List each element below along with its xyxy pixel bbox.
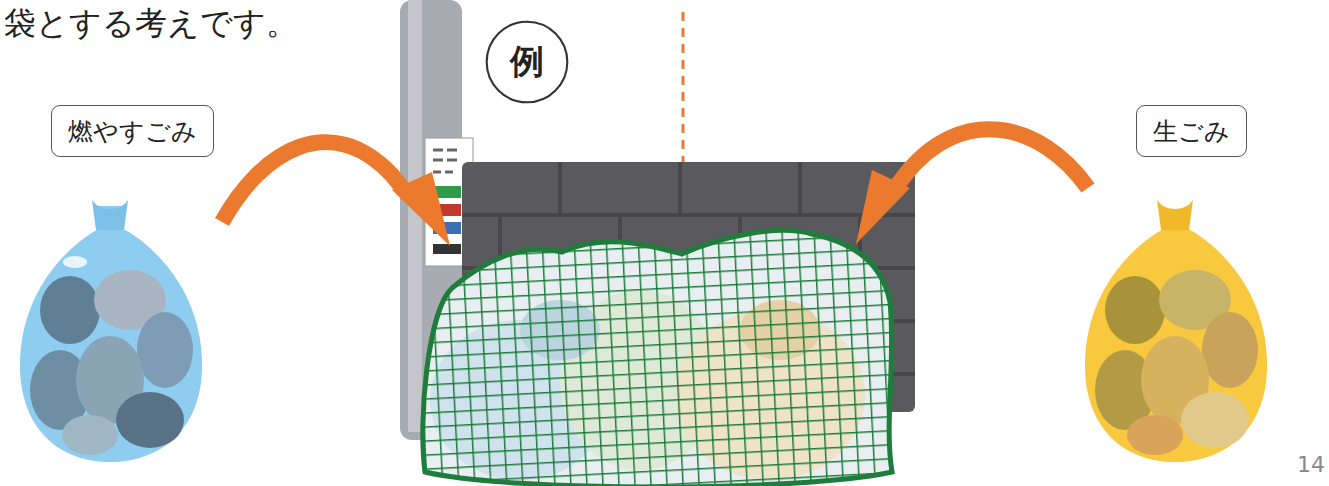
node-text: 燃やすごみ bbox=[68, 115, 197, 148]
page-number: 14 bbox=[1297, 452, 1325, 477]
category-box: 生ごみ bbox=[1136, 105, 1247, 157]
example-circle: 例 bbox=[485, 20, 569, 104]
category-box: 燃やすごみ bbox=[51, 105, 214, 157]
garbage-pile bbox=[410, 220, 910, 486]
slide-text: 袋とする考えです。 bbox=[4, 2, 298, 46]
node-text: 例 bbox=[510, 39, 544, 85]
burnable-bag bbox=[20, 200, 202, 462]
drop-arrows bbox=[222, 129, 1088, 246]
food-waste-bag bbox=[1085, 200, 1267, 462]
net bbox=[423, 230, 892, 486]
node-text: 生ごみ bbox=[1153, 115, 1230, 148]
